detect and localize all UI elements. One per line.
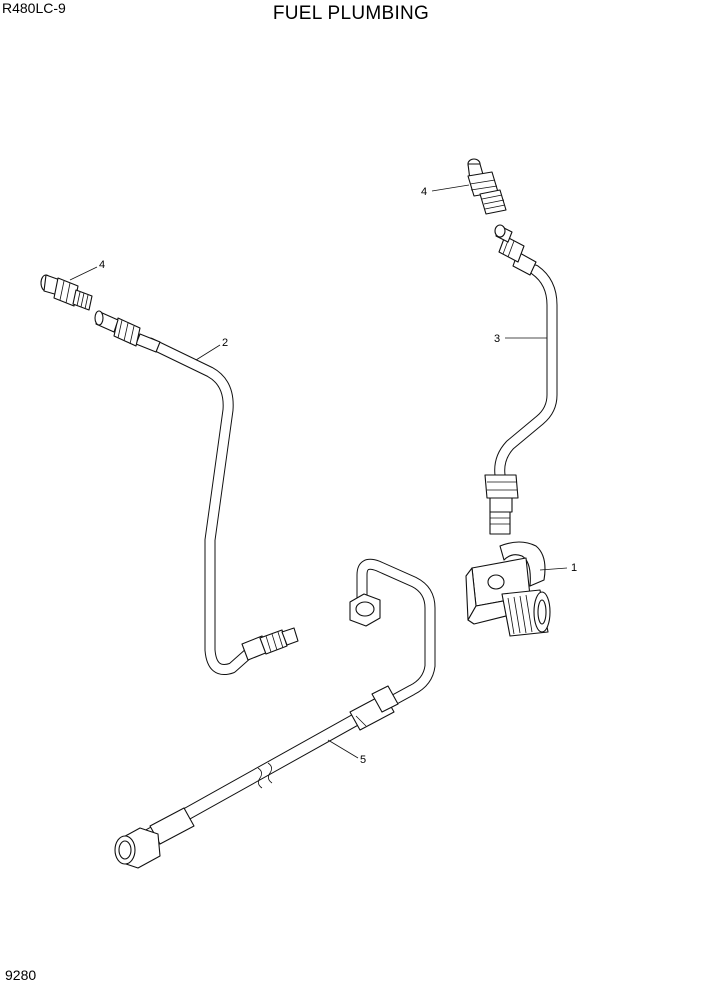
- callout-1: 1: [539, 562, 577, 574]
- page-title: FUEL PLUMBING: [272, 3, 430, 24]
- pipe-2: [94, 310, 299, 675]
- svg-text:5: 5: [360, 754, 366, 766]
- callout-4-left: 4: [69, 259, 105, 281]
- hose-5: [114, 558, 436, 869]
- connector-4-right: [467, 158, 507, 215]
- svg-text:4: 4: [99, 259, 105, 271]
- callout-3: 3: [494, 333, 547, 345]
- pipe-3: [484, 224, 558, 535]
- page-number: 9280: [5, 967, 37, 983]
- connector-4-left: [40, 274, 93, 311]
- svg-text:3: 3: [494, 333, 500, 345]
- callout-5: 5: [327, 739, 366, 766]
- elbow-fitting-1: [465, 541, 551, 637]
- callout-4-right: 4: [421, 184, 470, 198]
- svg-text:2: 2: [222, 337, 228, 349]
- callout-2: 2: [195, 337, 228, 361]
- model-label: R480LC-9: [2, 0, 66, 16]
- svg-text:4: 4: [421, 186, 427, 198]
- svg-text:1: 1: [571, 562, 577, 574]
